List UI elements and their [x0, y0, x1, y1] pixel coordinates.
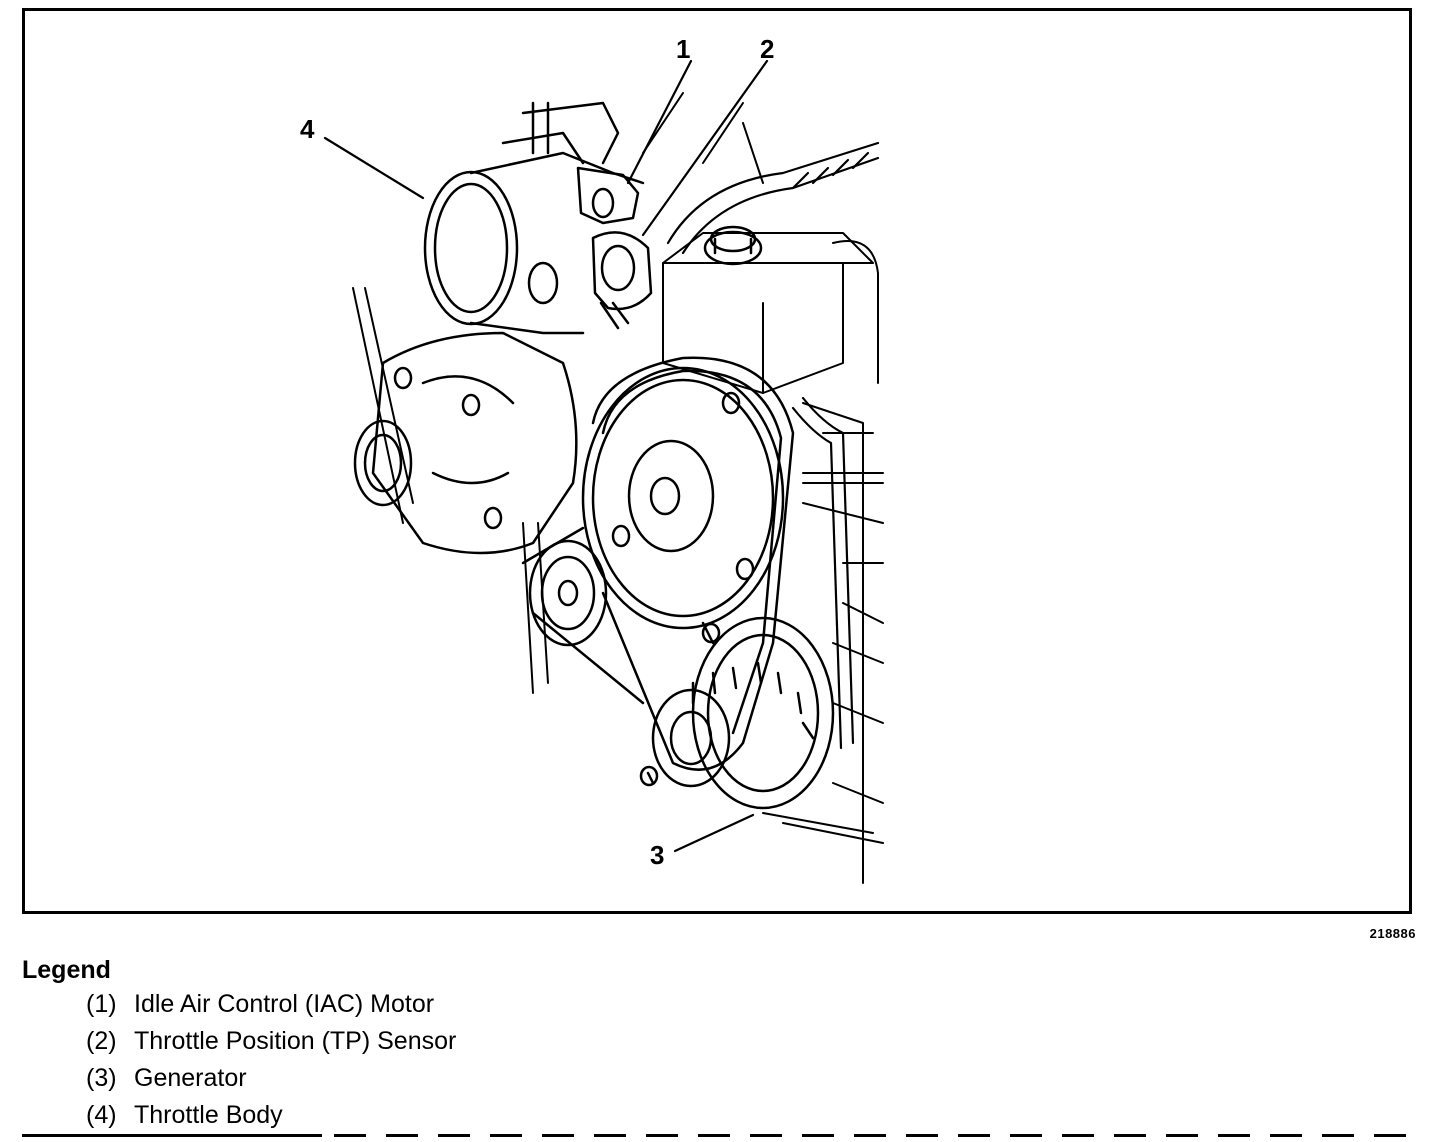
iac-motor — [576, 166, 640, 225]
legend-item-label: Throttle Position (TP) Sensor — [134, 1027, 457, 1055]
callout-2: 2 — [760, 34, 775, 64]
legend-list: (1) Idle Air Control (IAC) Motor (2) Thr… — [86, 986, 456, 1134]
engine-line-drawing — [323, 59, 884, 884]
legend-item-number: (2) — [86, 1027, 117, 1055]
legend-item-number: (3) — [86, 1064, 117, 1092]
tp-sensor — [591, 231, 653, 330]
legend-title: Legend — [22, 956, 111, 984]
generator — [639, 616, 835, 810]
callout-leaders — [323, 59, 769, 853]
legend-item: (3) Generator — [86, 1060, 456, 1097]
legend-item-number: (1) — [86, 990, 117, 1018]
callout-3: 3 — [650, 840, 665, 870]
legend-item: (4) Throttle Body — [86, 1097, 456, 1134]
callout-1: 1 — [676, 34, 691, 64]
legend-item-label: Idle Air Control (IAC) Motor — [134, 990, 435, 1018]
wiring-harness-hose — [666, 141, 880, 750]
figure-id: 218886 — [1369, 926, 1416, 941]
legend-item-number: (4) — [86, 1101, 117, 1129]
legend-item-label: Throttle Body — [134, 1101, 283, 1129]
idler-pulley — [528, 539, 608, 647]
legend-item-label: Generator — [134, 1064, 247, 1092]
oil-filler-cap — [703, 225, 763, 266]
legend-item: (1) Idle Air Control (IAC) Motor — [86, 986, 456, 1023]
pump-pulley — [353, 331, 578, 555]
legend-item: (2) Throttle Position (TP) Sensor — [86, 1023, 456, 1060]
bottom-dashed-rule — [22, 1134, 1418, 1137]
crank-pulley — [581, 366, 785, 630]
diagram-frame — [22, 8, 1412, 914]
throttle-body — [423, 101, 645, 335]
callout-4: 4 — [300, 114, 315, 144]
